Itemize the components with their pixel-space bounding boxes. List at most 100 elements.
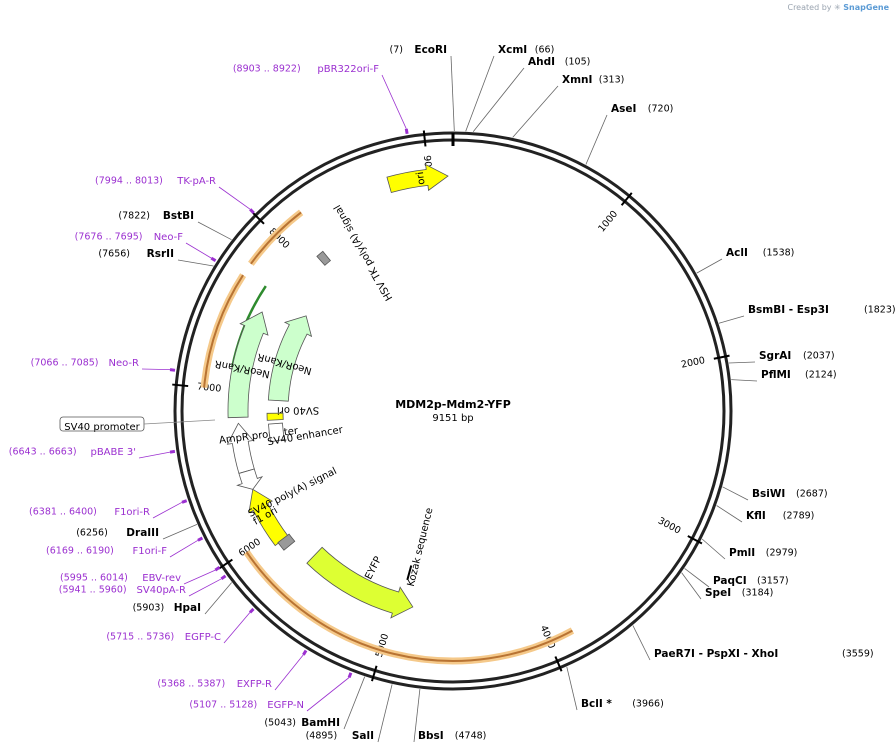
primer-pbr322ori-f-mark [404,128,409,135]
primer-sv40pa-r-mark [220,574,227,581]
enzyme-spei-position: (3184) [742,588,774,599]
orf-arc-neo-2 [250,211,302,265]
enzyme-sali-position: (4895) [306,731,338,742]
primer-ebv-rev-range: (5995 .. 6014) [60,573,128,584]
tick-label-2000: 2000 [680,355,706,371]
enzyme-bsiwi[interactable]: BsiWI(2687) [722,486,828,501]
primer-neo-f[interactable]: Neo-F(7676 .. 7695) [75,232,217,262]
primer-exfp-r-mark [302,649,308,656]
enzyme-bbsi-position: (4748) [455,731,487,742]
enzyme-draiii-position: (6256) [76,528,108,539]
enzyme-ahdi[interactable]: AhdI(105) [472,56,590,132]
enzyme-paer7i-label: PaeR7I - PspXI - XhoI [654,648,778,660]
enzyme-asei-position: (720) [648,104,674,115]
tick-mark-8000 [251,211,265,225]
enzyme-bcli-position: (3966) [632,699,664,710]
enzyme-draiii[interactable]: DraIII (6256) [76,524,198,540]
primer-egfp-c-range: (5715 .. 5736) [106,632,174,643]
primer-tk-pa-r-range: (7994 .. 8013) [95,176,163,187]
enzyme-sgrai[interactable]: SgrAI(2037) [728,350,835,364]
enzyme-bsiwi-leader [722,486,749,501]
enzyme-ahdi-leader [472,67,525,132]
snapgene-watermark: Created by ✳ SnapGene [787,3,889,12]
enzyme-ecori[interactable]: EcoRI(7) [390,44,455,132]
primer-pbabe-3[interactable]: pBABE 3'(6643 .. 6663) [9,447,176,459]
feature-ori [386,163,449,194]
enzyme-bbsi[interactable]: BbsI (4748) [413,688,487,743]
enzyme-bamhi[interactable]: BamHI(5043) [264,676,366,730]
primer-neo-f-label: Neo-F [154,232,184,243]
snapgene-logo-icon: ✳ [834,3,841,12]
enzyme-bcli[interactable]: BclI *(3966) [566,666,664,711]
primer-neo-r-leader [141,368,171,370]
primer-exfp-r-label: EXFP-R [237,679,272,690]
enzyme-xmni[interactable]: XmnI(313) [512,74,625,138]
primer-egfp-n[interactable]: EGFP-N (5107 .. 5128) [189,672,353,712]
enzyme-paqci[interactable]: PaqCI(3157) [684,568,789,588]
enzyme-draiii-leader [162,524,198,540]
watermark-brand: SnapGene [843,3,889,12]
enzyme-layer: EcoRI(7)XcmI(66)AhdI(105)XmnI(313)AseI(7… [76,44,895,743]
watermark-prefix: Created by [787,3,832,12]
tick-mark-5000 [371,665,378,682]
enzyme-ahdi-label: AhdI [528,56,555,68]
enzyme-bstbi-position: (7822) [118,211,150,222]
primer-pbabe-3-leader [138,451,171,459]
primer-pbr322ori-f[interactable]: pBR322ori-F(8903 .. 8922) [233,64,409,135]
feature-label-ori: ori [415,171,428,185]
primer-f1ori-f[interactable]: F1ori-F(6169 .. 6190) [46,536,204,558]
enzyme-xcmi-leader [465,55,495,132]
enzyme-spei[interactable]: SpeI (3184) [681,572,774,600]
enzyme-bsmbi[interactable]: BsmBI - Esp3I(1823) [718,304,895,324]
enzyme-xcmi-label: XcmI [498,44,527,56]
enzyme-asei[interactable]: AseI(720) [585,103,674,165]
enzyme-spei-label: SpeI [705,587,731,599]
enzyme-pmli[interactable]: PmlI(2979) [701,538,797,560]
enzyme-sali[interactable]: SalI(4895) [306,684,393,743]
enzyme-bcli-leader [566,666,578,711]
primer-sv40pa-r-label: SV40pA-R [137,585,186,596]
primer-egfp-n-label: EGFP-N [267,700,304,711]
enzyme-rsrii[interactable]: RsrII(7656) [98,248,214,267]
feature-kozak [406,565,413,581]
orf-arc-neo-2-glow [248,209,304,266]
primer-sv40pa-r-leader [188,578,222,597]
primer-f1ori-r-leader [152,501,183,519]
primer-neo-r-range: (7066 .. 7085) [31,358,99,369]
tick-label-1000: 1000 [596,209,620,235]
primer-egfp-n-range: (5107 .. 5128) [189,700,257,711]
backbone-inner [180,138,726,684]
primer-ebv-rev-mark [214,566,221,572]
enzyme-bstbi[interactable]: BstBI(7822) [118,210,232,241]
primer-exfp-r[interactable]: EXFP-R(5368 .. 5387) [157,649,308,691]
feature-neor-inner [267,315,313,402]
primer-neo-r[interactable]: Neo-R(7066 .. 7085) [31,358,176,372]
primer-f1ori-r[interactable]: F1ori-R(6381 .. 6400) [29,499,188,519]
enzyme-ecori-label: EcoRI [414,44,447,56]
enzyme-pflmi-position: (2124) [805,370,837,381]
primer-neo-f-leader [185,242,212,259]
enzyme-bbsi-label: BbsI [418,730,444,742]
primer-sv40pa-r[interactable]: SV40pA-R(5941 .. 5960) [59,574,227,597]
primer-ebv-rev-leader [183,569,216,585]
primer-egfp-c[interactable]: EGFP-C(5715 .. 5736) [106,607,255,644]
enzyme-hpai[interactable]: HpaI(5903) [133,582,233,615]
enzyme-acli[interactable]: AclI(1538) [696,247,795,274]
enzyme-xcmi[interactable]: XcmI(66) [465,44,555,132]
tick-mark-4000 [554,656,563,672]
primer-ebv-rev[interactable]: EBV-rev (5995 .. 6014) [60,566,221,585]
enzyme-kfli[interactable]: KflI(2789) [716,505,815,523]
enzyme-bsmbi-leader [718,315,745,324]
enzyme-pmli-leader [701,538,726,560]
feature-label-sv40-polya: SV40 poly(A) signal [247,466,339,520]
enzyme-pflmi[interactable]: PflMI(2124) [731,369,837,382]
enzyme-paer7i-leader [632,625,651,661]
primer-ebv-rev-label: EBV-rev [142,573,181,584]
enzyme-paer7i[interactable]: PaeR7I - PspXI - XhoI(3559) [632,625,874,661]
enzyme-kfli-leader [716,505,743,523]
enzyme-draiii-label: DraIII [126,527,159,539]
enzyme-bstbi-leader [197,221,232,241]
primer-tk-pa-r[interactable]: TK-pA-R(7994 .. 8013) [95,176,255,214]
primer-tk-pa-r-mark [249,208,255,214]
feature-label-kozak: Kozak sequence [406,507,436,588]
